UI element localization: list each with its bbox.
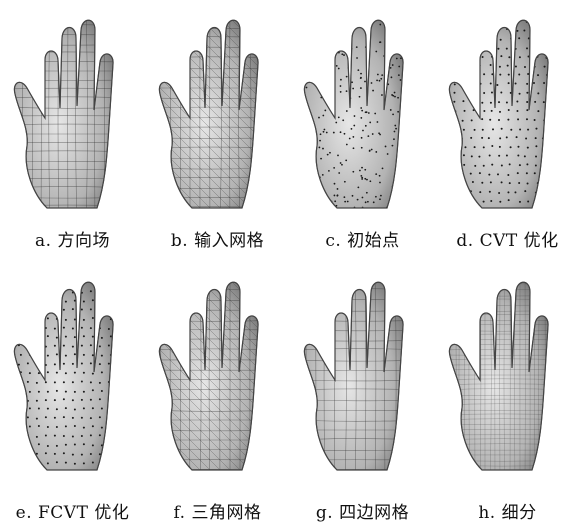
hand-surface bbox=[4, 8, 135, 220]
panel-e: e. FCVT 优化 bbox=[0, 262, 145, 524]
panel-d: d. CVT 优化 bbox=[435, 0, 580, 262]
caption-e: e. FCVT 优化 bbox=[0, 498, 145, 523]
hand-model-input-mesh bbox=[145, 0, 290, 220]
panel-f: f. 三角网格 bbox=[145, 262, 290, 524]
caption-g: g. 四边网格 bbox=[290, 498, 435, 523]
panel-h: h. 细分 bbox=[435, 262, 580, 524]
caption-d: d. CVT 优化 bbox=[435, 226, 580, 251]
hand-model-triangle-mesh bbox=[145, 262, 290, 492]
hand-surface bbox=[150, 269, 280, 490]
hand-model-cvt bbox=[435, 0, 580, 220]
caption-h: h. 细分 bbox=[435, 498, 580, 523]
hand-surface bbox=[150, 7, 280, 220]
hand-model-quad-mesh bbox=[290, 262, 435, 492]
panel-c: c. 初始点 bbox=[290, 0, 435, 262]
caption-f: f. 三角网格 bbox=[145, 498, 290, 523]
panel-b: b. 输入网格 bbox=[145, 0, 290, 262]
caption-a: a. 方向场 bbox=[0, 226, 145, 251]
hand-model-direction-field bbox=[0, 0, 145, 220]
panel-g: g. 四边网格 bbox=[290, 262, 435, 524]
hand-surface bbox=[295, 269, 425, 490]
hand-surface bbox=[440, 270, 570, 490]
hand-surface bbox=[443, 10, 567, 220]
panel-a: a. 方向场 bbox=[0, 0, 145, 262]
hand-model-fcvt bbox=[0, 262, 145, 492]
hand-model-subdivided bbox=[435, 262, 580, 492]
hand-surface bbox=[294, 8, 426, 219]
hand-surface bbox=[9, 272, 130, 483]
caption-c: c. 初始点 bbox=[290, 226, 435, 251]
hand-model-initial-points bbox=[290, 0, 435, 220]
caption-b: b. 输入网格 bbox=[145, 226, 290, 251]
